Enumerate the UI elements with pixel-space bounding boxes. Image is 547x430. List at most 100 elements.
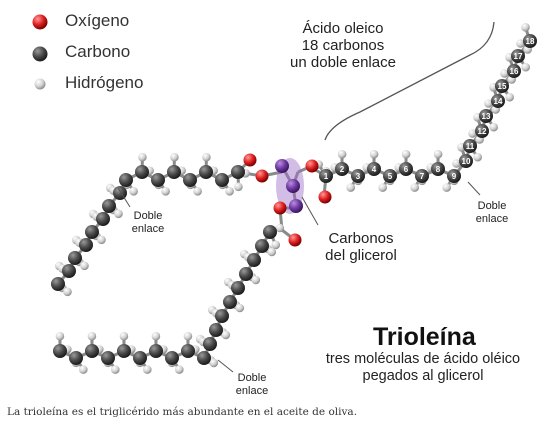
carbon-number-label: 5 [388,172,393,181]
carbon-number-label: 12 [478,127,487,136]
carbon-atom [53,344,67,358]
hydrogen-atom [378,183,387,192]
figure-caption: La trioleína es el triglicérido más abun… [7,406,357,418]
carbon-atom [239,267,253,281]
hydrogen-atom [222,331,231,340]
double-bond-label-a-line1: Doble [128,210,168,223]
hydrogen-atom [79,365,88,374]
carbon-atom [62,264,76,278]
hydrogen-atom [252,276,261,285]
carbon-atom [85,225,99,239]
carbon-atom [69,351,83,365]
hydrogen-atom [442,183,451,192]
double-bond-label-a: Doble enlace [128,210,168,236]
hydrogen-atom [152,332,161,341]
carbon-number-label: 7 [420,172,425,181]
carbon-atom [215,309,229,323]
legend-hydrogen-label: Hidrógeno [65,73,143,93]
carbon-number-label: 17 [514,52,523,61]
carbon-atom [263,225,277,239]
carbon-atom [209,323,223,337]
hydrogen-atom [234,183,243,192]
hydrogen-atom [111,365,120,374]
carbon-atom [181,344,195,358]
carbon-atom [255,239,269,253]
glycerol-annotation: Carbonos del glicerol [316,230,406,264]
carbon-number-label: 1 [324,172,329,181]
oxygen-atom [319,191,332,204]
carbon-atom [231,281,245,295]
carbon-atom [223,295,237,309]
carbon-atom [117,344,131,358]
carbon-number-label: 2 [340,165,345,174]
diagram-title: Trioleína [373,323,476,352]
carbon-atom [85,344,99,358]
carbon-number-label: 13 [482,112,491,121]
carbon-number-label: 18 [526,37,535,46]
hydrogen-atom [489,123,498,132]
carbon-atom [167,165,181,179]
oxygen-atom [244,154,257,167]
carbon-number-label: 10 [462,157,471,166]
double-bond-pointer-b [218,360,233,372]
hydrogen-atom [88,332,97,341]
hydrogen-atom [63,288,72,297]
hydrogen-atom [473,153,482,162]
double-bond-label-b-line2: enlace [232,385,272,398]
legend-carbon-label: Carbono [65,42,130,62]
hydrogen-atom [268,248,277,257]
carbon-atom [79,238,93,252]
hydrogen-atom [56,332,65,341]
hydrogen-atom [175,365,184,374]
subtitle-line1: tres moléculas de ácido oléico [312,351,534,368]
carbon-atom [113,186,127,200]
glycerol-label-line2: del glicerol [316,247,406,264]
carbon-number-label: 8 [436,165,441,174]
glycerol-carbon-atom [289,199,303,213]
carbon-atom [68,251,82,265]
carbon-atom [183,173,197,187]
hydrogen-atom [129,187,138,196]
hydrogen-atom [521,23,530,32]
hydrogen-atom [505,93,514,102]
carbon-atom [96,212,110,226]
hydrogen-atom [521,63,530,72]
carbon-atom [151,173,165,187]
carbon-number-label: 9 [452,172,457,181]
carbon-atom [101,351,115,365]
hydrogen-swatch-icon [35,79,46,90]
glycerol-carbon-atom [286,179,300,193]
double-bond-label-c: Doble enlace [472,200,512,226]
hydrogen-atom [161,187,170,196]
hydrogen-atom [80,262,89,271]
double-bond-label-c-line1: Doble [472,200,512,213]
carbon-atom [165,351,179,365]
carbon-atom [102,199,116,213]
carbon-number-label: 6 [404,165,409,174]
hydrogen-atom [114,210,123,219]
annotation-lines [118,22,494,372]
oxygen-atom [274,202,287,215]
carbon-number-label: 15 [498,82,507,91]
hydrogen-atom [138,153,147,162]
glycerol-label-line1: Carbonos [316,230,406,247]
double-bond-label-b: Doble enlace [232,372,272,398]
carbon-number-label: 4 [372,165,377,174]
hydrogen-atom [170,153,179,162]
oxygen-atom [306,160,319,173]
hydrogen-atom [402,150,411,159]
carbon-atom [247,253,261,267]
carbon-number-label: 14 [494,97,503,106]
double-bond-label-a-line2: enlace [128,223,168,236]
double-bond-label-b-line1: Doble [232,372,272,385]
hydrogen-atom [210,359,219,368]
carbon-number-label: 3 [356,172,361,181]
carbon-atom [215,173,229,187]
legend-swatches [28,13,52,93]
subtitle-line2: pegados al glicerol [312,368,534,385]
oleic-acid-name: Ácido oleico [278,20,408,37]
carbon-atom [133,351,147,365]
legend-oxygen-label: Oxígeno [65,11,129,31]
hydrogen-atom [338,150,347,159]
